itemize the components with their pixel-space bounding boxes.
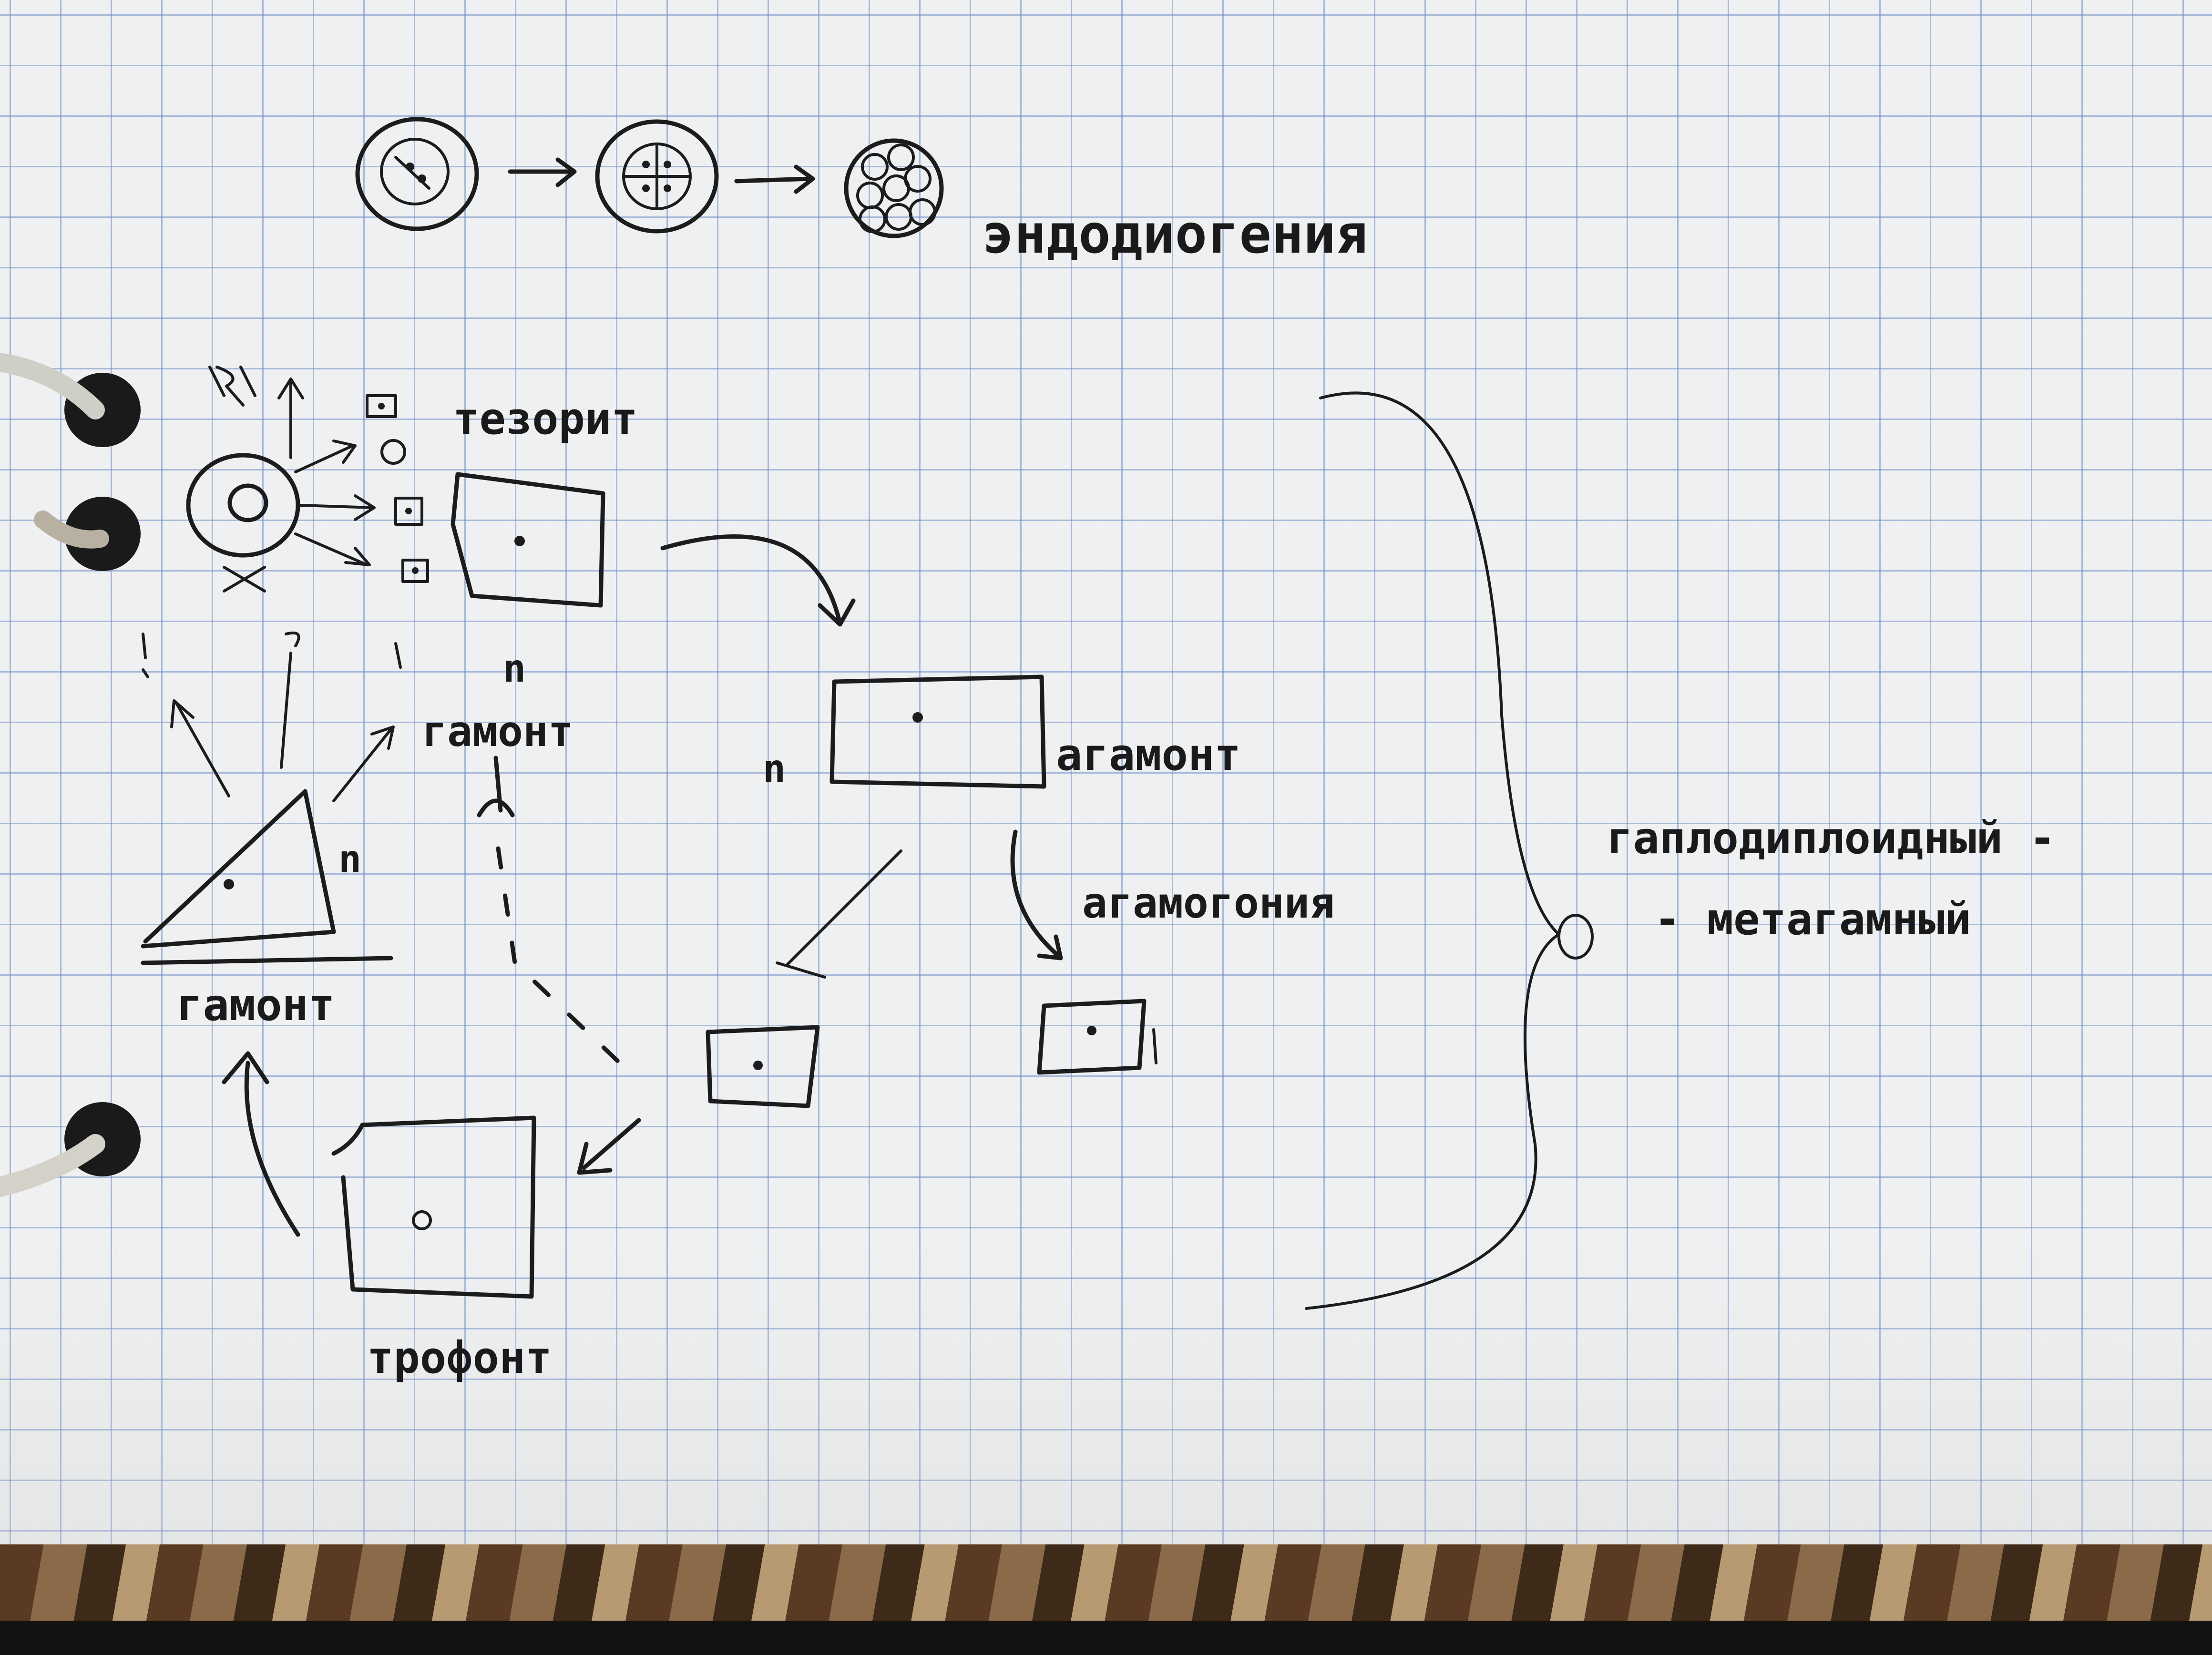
- label-ploidy-agamont: n: [763, 746, 786, 791]
- label-agamogony: агамогония: [1082, 879, 1335, 928]
- gamont-top: n гамонт: [422, 472, 605, 756]
- cell-3-daughter-8: [909, 198, 936, 226]
- mark-left-2: [285, 631, 300, 647]
- gamete-3-dot: [405, 508, 412, 514]
- gamont-left-shape: [141, 789, 336, 949]
- meiosis-mark-r: [208, 366, 245, 407]
- mark-left-1: [142, 633, 149, 678]
- gamete-3: [394, 497, 423, 526]
- label-cycle-line1: гаплодиплоидный -: [1607, 813, 2056, 864]
- cycle-brace: [1305, 391, 1560, 1310]
- endodiogenesis-sequence: эндодиогения: [355, 117, 1368, 266]
- label-gamont-top: гамонт: [422, 707, 573, 756]
- zygote-nucleus: [227, 483, 268, 522]
- zygote-cluster: тезорит: [186, 366, 638, 593]
- trophont-shape: [331, 1115, 536, 1299]
- binder-rings: [0, 353, 141, 1197]
- agamont: n агамонт: [763, 674, 1241, 791]
- arrow-gamont-left-1: [170, 699, 230, 797]
- gamont-top-shape: [451, 472, 605, 608]
- arrow-to-trophont: [577, 1118, 641, 1175]
- daughter-cell-right-tick: [1152, 1028, 1157, 1064]
- cell-3-daughter-2: [887, 143, 915, 171]
- gamont-left-nucleus: [224, 879, 234, 889]
- gamete-4-dot: [412, 567, 419, 574]
- label-agamont: агамонт: [1056, 729, 1241, 780]
- gamete-4: [401, 559, 429, 583]
- gamete-2: [380, 439, 406, 465]
- cell-3-daughter-7: [885, 203, 912, 231]
- trophont-nucleus: [412, 1210, 432, 1230]
- cell-1-nucleus: [380, 138, 450, 205]
- label-trophont: трофонт: [367, 1332, 552, 1383]
- cell-2-dot-d: [664, 184, 671, 192]
- arrow-to-gamete-1: [294, 439, 357, 473]
- cell-3-daughter-1: [861, 153, 889, 181]
- zygote-outer: [186, 453, 300, 558]
- arrow-trophont-to-gamont: [222, 1051, 300, 1237]
- label-endodiogenesis: эндодиогения: [982, 204, 1368, 266]
- label-gamont-left: гамонт: [176, 980, 335, 1031]
- daughter-cell-left: [706, 1025, 820, 1108]
- cell-2-dot-a: [642, 161, 650, 168]
- arrow-gamont-to-agamont: [660, 534, 856, 627]
- arrow-up-from-zygote: [277, 378, 304, 459]
- arrow-to-gamete-2: [299, 494, 376, 521]
- cell-3-daughter-6: [859, 205, 886, 233]
- cell-3-outer: [844, 138, 944, 238]
- binder-ring-1: [0, 353, 105, 419]
- arrow-agamont-down-right: [1010, 829, 1063, 960]
- meiosis-mark-ploidy: [239, 366, 256, 397]
- binder-ring-3: [0, 1134, 105, 1197]
- label-cycle-line2: - метагамный: [1654, 894, 1971, 945]
- gamont-left-base: [141, 956, 393, 965]
- trophont: трофонт: [222, 1051, 552, 1383]
- brace-knot: [1557, 914, 1594, 960]
- arrow-agamont-down-left: [776, 849, 902, 979]
- agamont-nucleus: [912, 712, 923, 723]
- daughter-cell-left-nucleus: [753, 1061, 763, 1070]
- daughter-cell-right: [1037, 999, 1147, 1075]
- cell-1-dot-a: [406, 163, 414, 171]
- cell-2-dot-c: [642, 184, 650, 192]
- binder-ring-2: [34, 511, 109, 549]
- dashed-path: [496, 846, 622, 1065]
- mark-left-3: [394, 642, 402, 669]
- daughter-cells: агамогония: [706, 879, 1335, 1108]
- arrow-gamont-left-2: [280, 652, 292, 769]
- daughter-cell-right-nucleus: [1087, 1026, 1096, 1035]
- cell-2-dot-b: [664, 161, 671, 168]
- cell-2-cross: [623, 144, 691, 209]
- cell-2-outer: [595, 119, 719, 234]
- label-ploidy-top: n: [503, 646, 526, 691]
- gamete-1-dot: [378, 403, 385, 409]
- arrow-to-gamete-3: [294, 532, 371, 566]
- gamont-top-nucleus: [514, 536, 525, 546]
- cell-3-daughter-5: [856, 182, 884, 209]
- desk-shadow: [0, 1621, 2212, 1655]
- arrow-up-to-gamont: [477, 756, 515, 817]
- cell-1-dot-b: [418, 174, 426, 183]
- agamont-shape: [830, 674, 1046, 789]
- arrow-2: [734, 164, 815, 194]
- gamont-left: n гамонт: [141, 631, 402, 1031]
- label-ploidy-left: n: [338, 837, 361, 881]
- cell-1-division-line: [394, 156, 430, 190]
- gamete-1: [366, 394, 397, 418]
- arrow-gamont-left-3: [332, 725, 395, 802]
- label-tetrasporophyte: тезорит: [453, 393, 638, 444]
- cell-3-daughter-4: [882, 174, 910, 202]
- cross-mark: [223, 566, 266, 593]
- arrow-1: [508, 157, 577, 187]
- cell-1-outer: [355, 117, 479, 231]
